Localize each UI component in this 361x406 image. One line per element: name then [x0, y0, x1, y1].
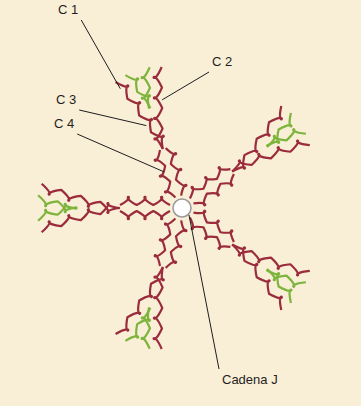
callout-label: C 3	[56, 92, 76, 107]
light-chain	[38, 195, 77, 212]
leader-line	[77, 134, 164, 172]
light-chain	[266, 270, 291, 303]
heavy-chain	[154, 67, 163, 149]
heavy-chain	[42, 203, 120, 232]
leader-line	[162, 72, 209, 100]
light-chain	[38, 204, 77, 221]
light-chain	[267, 269, 306, 287]
light-chain	[142, 67, 151, 108]
callout-label: C 2	[212, 54, 232, 69]
heavy-chain	[193, 174, 233, 205]
leader-line	[189, 215, 219, 369]
light-chain	[125, 307, 150, 341]
j-chain-circle	[173, 199, 191, 217]
heavy-chain	[155, 218, 176, 266]
leader-line	[79, 110, 146, 126]
heavy-chain	[190, 217, 230, 248]
light-chain	[266, 113, 291, 146]
heavy-chain	[42, 184, 120, 213]
leader-line	[81, 20, 120, 89]
heavy-chain	[232, 141, 310, 172]
callout-label: C 4	[54, 116, 74, 131]
light-chain	[267, 129, 306, 147]
heavy-chain	[166, 148, 187, 196]
heavy-chain	[120, 197, 170, 205]
heavy-chain	[232, 244, 282, 310]
callout-label: Cadena J	[222, 372, 278, 387]
callout-label: C 1	[58, 2, 78, 17]
heavy-chain	[120, 211, 170, 219]
